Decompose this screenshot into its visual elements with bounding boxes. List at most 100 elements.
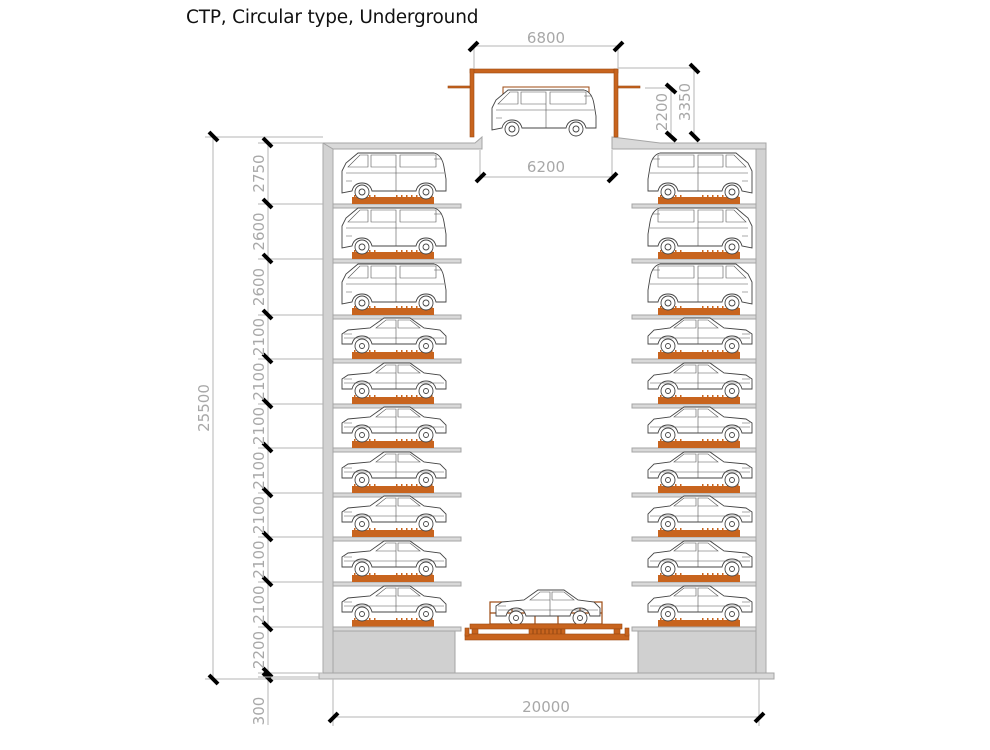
floor-shelf-left [332,447,462,453]
floor-shelf-right [631,536,757,542]
dim-foundation: 300 [250,697,268,726]
dim-tick [474,171,487,184]
parking-levels [332,152,757,632]
cabin-roof [469,68,619,74]
cabin-right-canopy [617,85,641,89]
dimensions: 6800 6200 2200 3350 25500 2750 2600 2600 21… [195,29,766,726]
lift-base-frame [464,633,630,641]
floor-shelf-left [332,203,462,209]
dim-tick [261,575,274,588]
dim-opening-width: 6200 [527,158,565,176]
parking-level [332,317,757,364]
left-sedan-icon [341,451,447,488]
right-sedan-icon [647,317,753,354]
turntable-lift [464,589,630,641]
parking-level [332,263,757,320]
dim-tick [261,530,274,543]
cabin-left-post [469,68,475,138]
entrance-cabin [447,68,641,138]
dim-tick [207,130,220,143]
dim-tick [261,397,274,410]
right-van-icon [647,263,753,311]
dim-tick [261,486,274,499]
left-wall [322,142,334,674]
dim-tick [606,171,619,184]
floor-shelf-left [332,258,462,264]
left-sedan-icon [341,406,447,443]
dim-tick [664,130,678,143]
parking-level [332,540,757,587]
right-van-icon [647,152,753,200]
left-pit [332,627,456,674]
left-sedan-icon [341,540,447,577]
dim-tick [261,441,274,454]
dim-entrance-width: 6800 [527,29,565,47]
dim-tick [261,308,274,321]
dim-total-height: 3350 [676,83,694,121]
dim-level-height: 2100 [250,451,268,489]
turntable-sedan-icon [495,589,601,626]
right-pit [637,627,757,674]
floor-shelf-right [631,358,757,364]
left-sedan-icon [341,495,447,532]
dim-tick [261,252,274,265]
dim-level-height: 2100 [250,318,268,356]
dim-tick [467,40,480,53]
floor-shelf-left [332,581,462,587]
right-sedan-icon [647,495,753,532]
parking-level [332,495,757,542]
floor-shelf-right [631,447,757,453]
right-wall [755,142,767,674]
dim-tick [753,711,766,724]
dim-level-height: 2100 [250,496,268,534]
entrance-van-icon [491,89,597,137]
parking-level [332,406,757,453]
dim-tick [688,130,701,143]
dim-tick [207,673,220,686]
dim-level-height: 2600 [250,268,268,306]
right-sedan-icon [647,585,753,622]
dim-level-height: 2600 [250,212,268,250]
top-slab-right [611,136,767,150]
floor-shelf-right [631,581,757,587]
dim-level-height: 2100 [250,585,268,623]
parking-level [332,362,757,409]
floor-shelf-right [631,203,757,209]
dim-tick [688,62,701,75]
right-sedan-icon [647,406,753,443]
dim-tick [261,620,274,633]
dim-overall-depth: 25500 [195,384,213,432]
dim-tick [261,666,274,679]
dim-tick [664,82,678,95]
right-sedan-icon [647,451,753,488]
diagram-title: CTP, Circular type, Underground [186,7,479,28]
parking-level [332,207,757,264]
right-sedan-icon [647,362,753,399]
left-van-icon [341,263,447,311]
right-sedan-icon [647,540,753,577]
floor-shelf-right [631,258,757,264]
cabin-left-canopy [447,85,471,89]
parking-level [332,451,757,498]
turntable-platform [469,623,623,630]
floor-shelf-left [332,536,462,542]
left-van-icon [341,207,447,255]
dim-overall-width: 20000 [522,698,570,716]
dim-level-height: 2100 [250,540,268,578]
dim-level-height: 2750 [250,154,268,192]
left-sedan-icon [341,362,447,399]
cabin-right-post [613,68,619,138]
dim-clear-height: 2200 [653,93,671,131]
dim-tick [261,197,274,210]
dim-tick [261,352,274,365]
left-sedan-icon [341,317,447,354]
right-van-icon [647,207,753,255]
dim-tick [327,711,340,724]
pit-shelf-left [332,626,462,632]
dim-tick [612,40,625,53]
dim-tick [261,136,274,149]
left-van-icon [341,152,447,200]
foundation-slab [318,672,775,680]
pit-shelf-right [631,626,757,632]
